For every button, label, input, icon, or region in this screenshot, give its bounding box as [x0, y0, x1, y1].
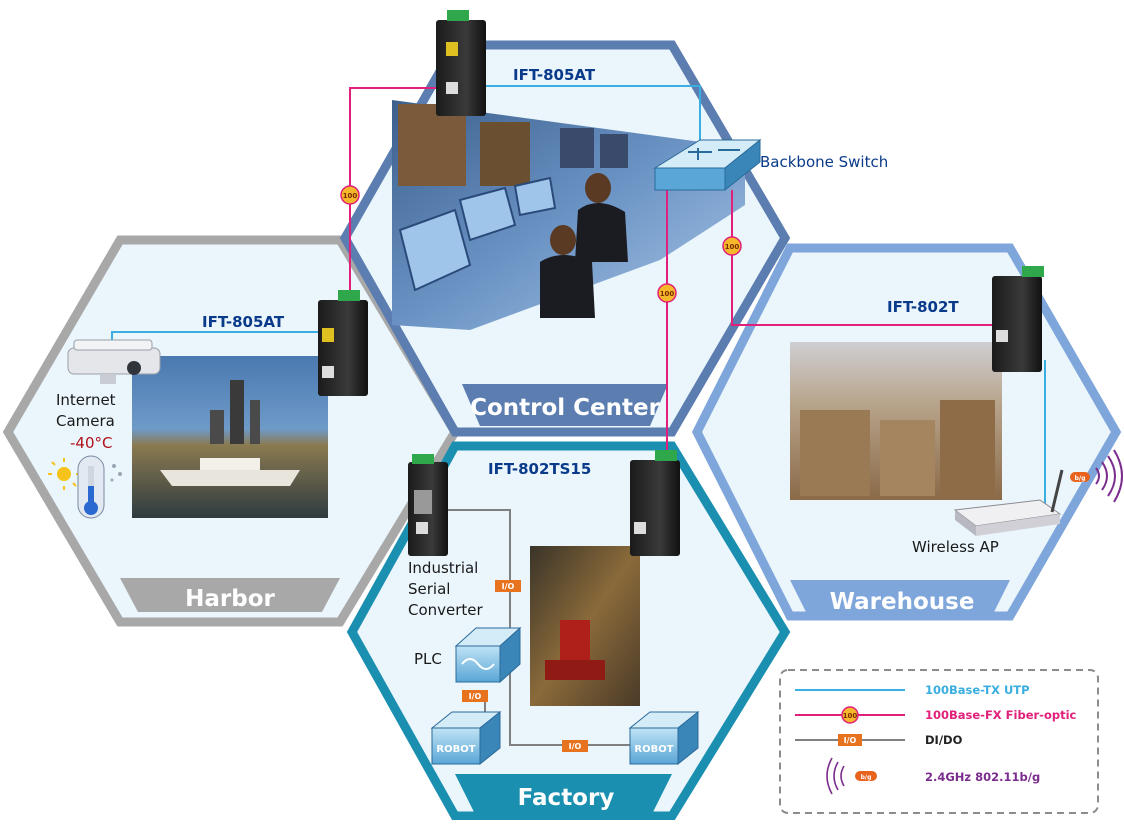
zone-title-harbor: Harbor — [185, 586, 275, 612]
zone-title-factory: Factory — [518, 785, 615, 811]
sun-icon — [48, 458, 80, 490]
factory-title-band — [455, 774, 672, 814]
converter-warehouse — [992, 266, 1044, 372]
snowflake-icon — [110, 464, 122, 482]
fiber-links — [349, 87, 1000, 452]
wireless-badge: b/g — [1070, 472, 1090, 482]
plc-label: PLC — [414, 650, 442, 668]
legend-utp-label: 100Base-TX UTP — [925, 683, 1030, 697]
factory-converter-label: IFT-802TS15 — [488, 460, 591, 478]
control-room-photo — [392, 100, 745, 330]
wireless-ap-label: Wireless AP — [912, 538, 999, 556]
converter-top — [436, 10, 486, 116]
svg-text:b/g: b/g — [1075, 475, 1086, 482]
converter-factory — [630, 450, 680, 556]
robot-left: ROBOT — [430, 710, 502, 766]
harbor-photo — [132, 356, 328, 518]
converter-serial — [408, 454, 448, 556]
robot-right-label: ROBOT — [634, 744, 673, 755]
legend-wireless-label: 2.4GHz 802.11b/g — [925, 770, 1040, 784]
top-converter-label: IFT-805AT — [513, 66, 596, 84]
serial-converter-label-line1: Industrial — [408, 559, 478, 577]
warehouse-title-band — [790, 580, 1010, 612]
svg-text:I/O: I/O — [844, 736, 857, 745]
svg-text:100: 100 — [843, 712, 858, 720]
converter-harbor — [318, 290, 368, 396]
svg-text:100: 100 — [343, 192, 358, 200]
backbone-switch — [653, 138, 762, 192]
io-badge-2: I/O — [462, 690, 488, 702]
serial-converter-label-line2: Serial — [408, 580, 450, 598]
harbor-converter-label: IFT-805AT — [202, 313, 285, 331]
io-badge-3: I/O — [562, 740, 588, 752]
robot-right: ROBOT — [628, 710, 700, 766]
svg-text:100: 100 — [725, 243, 740, 251]
svg-text:b/g: b/g — [861, 774, 872, 781]
robot-left-label: ROBOT — [436, 744, 475, 755]
warehouse-photo — [790, 342, 1002, 500]
legend-fiber-label: 100Base-FX Fiber-optic — [925, 708, 1077, 722]
fiber-top-to-harbor — [349, 87, 440, 300]
svg-text:I/O: I/O — [569, 742, 582, 751]
control-center-title-band — [462, 384, 668, 426]
camera-label-line1: Internet — [56, 391, 116, 409]
zone-title-warehouse: Warehouse — [830, 589, 975, 615]
legend: 100Base-TX UTP 100 100Base-FX Fiber-opti… — [779, 669, 1099, 814]
fiber-switch-to-warehouse — [731, 190, 1000, 326]
factory-photo — [530, 546, 640, 706]
fiber-badge-2: 100 — [722, 236, 742, 256]
wireless-signal-icon — [1095, 449, 1123, 503]
backbone-switch-label: Backbone Switch — [760, 153, 888, 171]
plc-icon — [454, 626, 522, 684]
svg-text:I/O: I/O — [502, 582, 515, 591]
serial-converter-label-line3: Converter — [408, 601, 484, 619]
thermometer-icon — [77, 455, 105, 519]
utp-top-to-switch — [462, 85, 701, 150]
fiber-badge-3: 100 — [657, 283, 677, 303]
io-badge-1: I/O — [495, 580, 521, 592]
legend-wireless-icon — [826, 757, 845, 795]
fiber-badge-1: 100 — [340, 185, 360, 205]
svg-text:100: 100 — [660, 290, 675, 298]
svg-text:I/O: I/O — [469, 692, 482, 701]
warehouse-converter-label: IFT-802T — [887, 298, 959, 316]
wireless-ap-icon — [953, 469, 1064, 536]
temperature-label: -40°C — [70, 434, 112, 452]
harbor-title-band — [120, 578, 340, 612]
legend-dido-label: DI/DO — [925, 733, 963, 747]
camera-icon — [67, 339, 161, 384]
zone-title-control-center: Control Center — [470, 395, 661, 421]
camera-label-line2: Camera — [56, 412, 115, 430]
